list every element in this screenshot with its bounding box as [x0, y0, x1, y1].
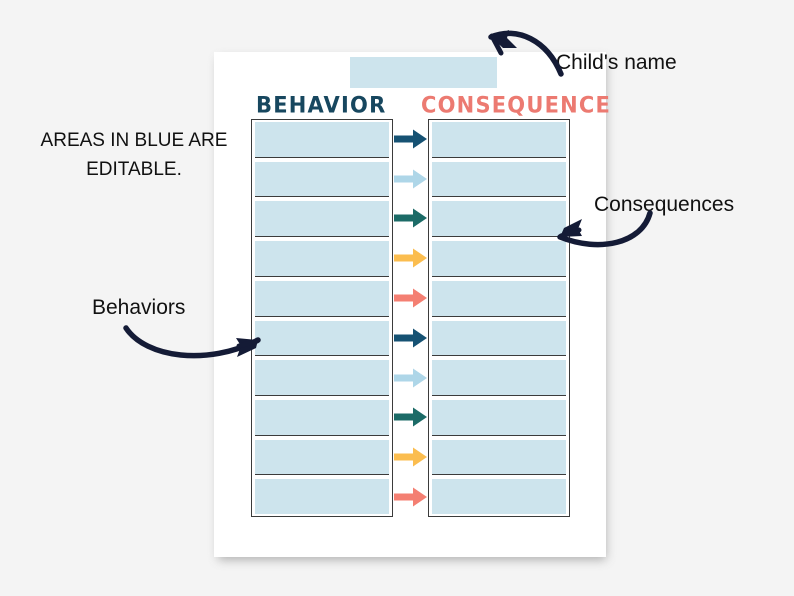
consequence-column — [428, 119, 570, 517]
cell-behavior-1[interactable] — [255, 122, 389, 158]
arrow-slot-9 — [393, 437, 428, 477]
cell-consequence-8[interactable] — [432, 399, 566, 436]
arrow-right-navy — [394, 328, 427, 348]
arrow-slot-1 — [393, 119, 428, 159]
column-header-consequence: CONSEQUENCE — [421, 92, 612, 118]
arrow-slot-3 — [393, 199, 428, 239]
cell-behavior-6[interactable] — [255, 320, 389, 357]
arrow-slot-2 — [393, 159, 428, 199]
arrow-right-yellow — [394, 447, 427, 467]
cell-consequence-6[interactable] — [432, 320, 566, 357]
arrow-right-teal — [394, 407, 427, 427]
annotation-child-name: Child's name — [556, 51, 677, 74]
cell-consequence-10[interactable] — [432, 479, 566, 515]
cell-behavior-8[interactable] — [255, 399, 389, 436]
cell-consequence-2[interactable] — [432, 161, 566, 198]
cell-consequence-7[interactable] — [432, 360, 566, 396]
annotation-consequences: Consequences — [594, 193, 735, 216]
arrow-slot-6 — [393, 318, 428, 358]
cell-behavior-10[interactable] — [255, 479, 389, 515]
cell-consequence-3[interactable] — [432, 201, 566, 238]
annotation-editable-note: AREAS IN BLUE ARE EDITABLE. — [40, 130, 228, 180]
arrow-right-light-blue — [394, 368, 427, 388]
arrow-right-navy — [394, 129, 427, 149]
child-name-field[interactable] — [350, 57, 497, 88]
arrow-right-teal — [394, 208, 427, 228]
cell-behavior-2[interactable] — [255, 161, 389, 198]
arrow-slot-5 — [393, 278, 428, 318]
behavior-column — [251, 119, 393, 517]
arrow-slot-4 — [393, 238, 428, 278]
arrow-right-yellow — [394, 248, 427, 268]
annotation-behaviors: Behaviors — [92, 296, 186, 319]
cell-consequence-9[interactable] — [432, 439, 566, 476]
arrow-right-coral — [394, 288, 427, 308]
arrow-slot-8 — [393, 398, 428, 438]
arrow-strip — [393, 119, 428, 517]
arrow-slot-7 — [393, 358, 428, 398]
cell-behavior-3[interactable] — [255, 201, 389, 238]
cell-behavior-7[interactable] — [255, 360, 389, 396]
cell-behavior-5[interactable] — [255, 280, 389, 317]
cell-consequence-4[interactable] — [432, 241, 566, 277]
cell-behavior-9[interactable] — [255, 439, 389, 476]
arrow-right-coral — [394, 487, 427, 507]
arrow-right-light-blue — [394, 169, 427, 189]
arrow-slot-10 — [393, 477, 428, 517]
cell-consequence-1[interactable] — [432, 122, 566, 158]
column-header-behavior: BEHAVIOR — [256, 92, 387, 118]
cell-consequence-5[interactable] — [432, 280, 566, 317]
cell-behavior-4[interactable] — [255, 241, 389, 277]
